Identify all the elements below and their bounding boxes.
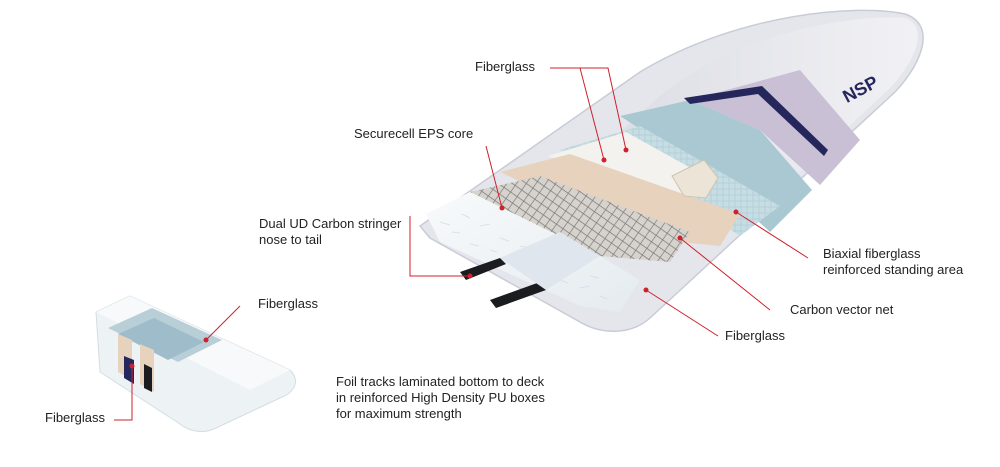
foil-box-inset <box>96 296 295 431</box>
inset-track-2 <box>144 364 152 392</box>
foil-tracks-note: Foil tracks laminated bottom to deck in … <box>336 374 545 422</box>
label-dual-ud-carbon-stringer: Dual UD Carbon stringer nose to tail <box>259 216 401 248</box>
label-securecell-eps-core: Securecell EPS core <box>354 126 473 142</box>
label-inset-fiberglass-top: Fiberglass <box>258 296 318 312</box>
leader-inset-top <box>206 306 240 340</box>
label-carbon-vector-net: Carbon vector net <box>790 302 893 318</box>
label-fiberglass-bottom: Fiberglass <box>725 328 785 344</box>
label-biaxial-fiberglass: Biaxial fiberglass reinforced standing a… <box>823 246 963 278</box>
leader-fiberglass-bottom <box>646 290 718 336</box>
label-inset-fiberglass-bottom: Fiberglass <box>45 410 105 426</box>
label-fiberglass-top: Fiberglass <box>475 59 535 75</box>
